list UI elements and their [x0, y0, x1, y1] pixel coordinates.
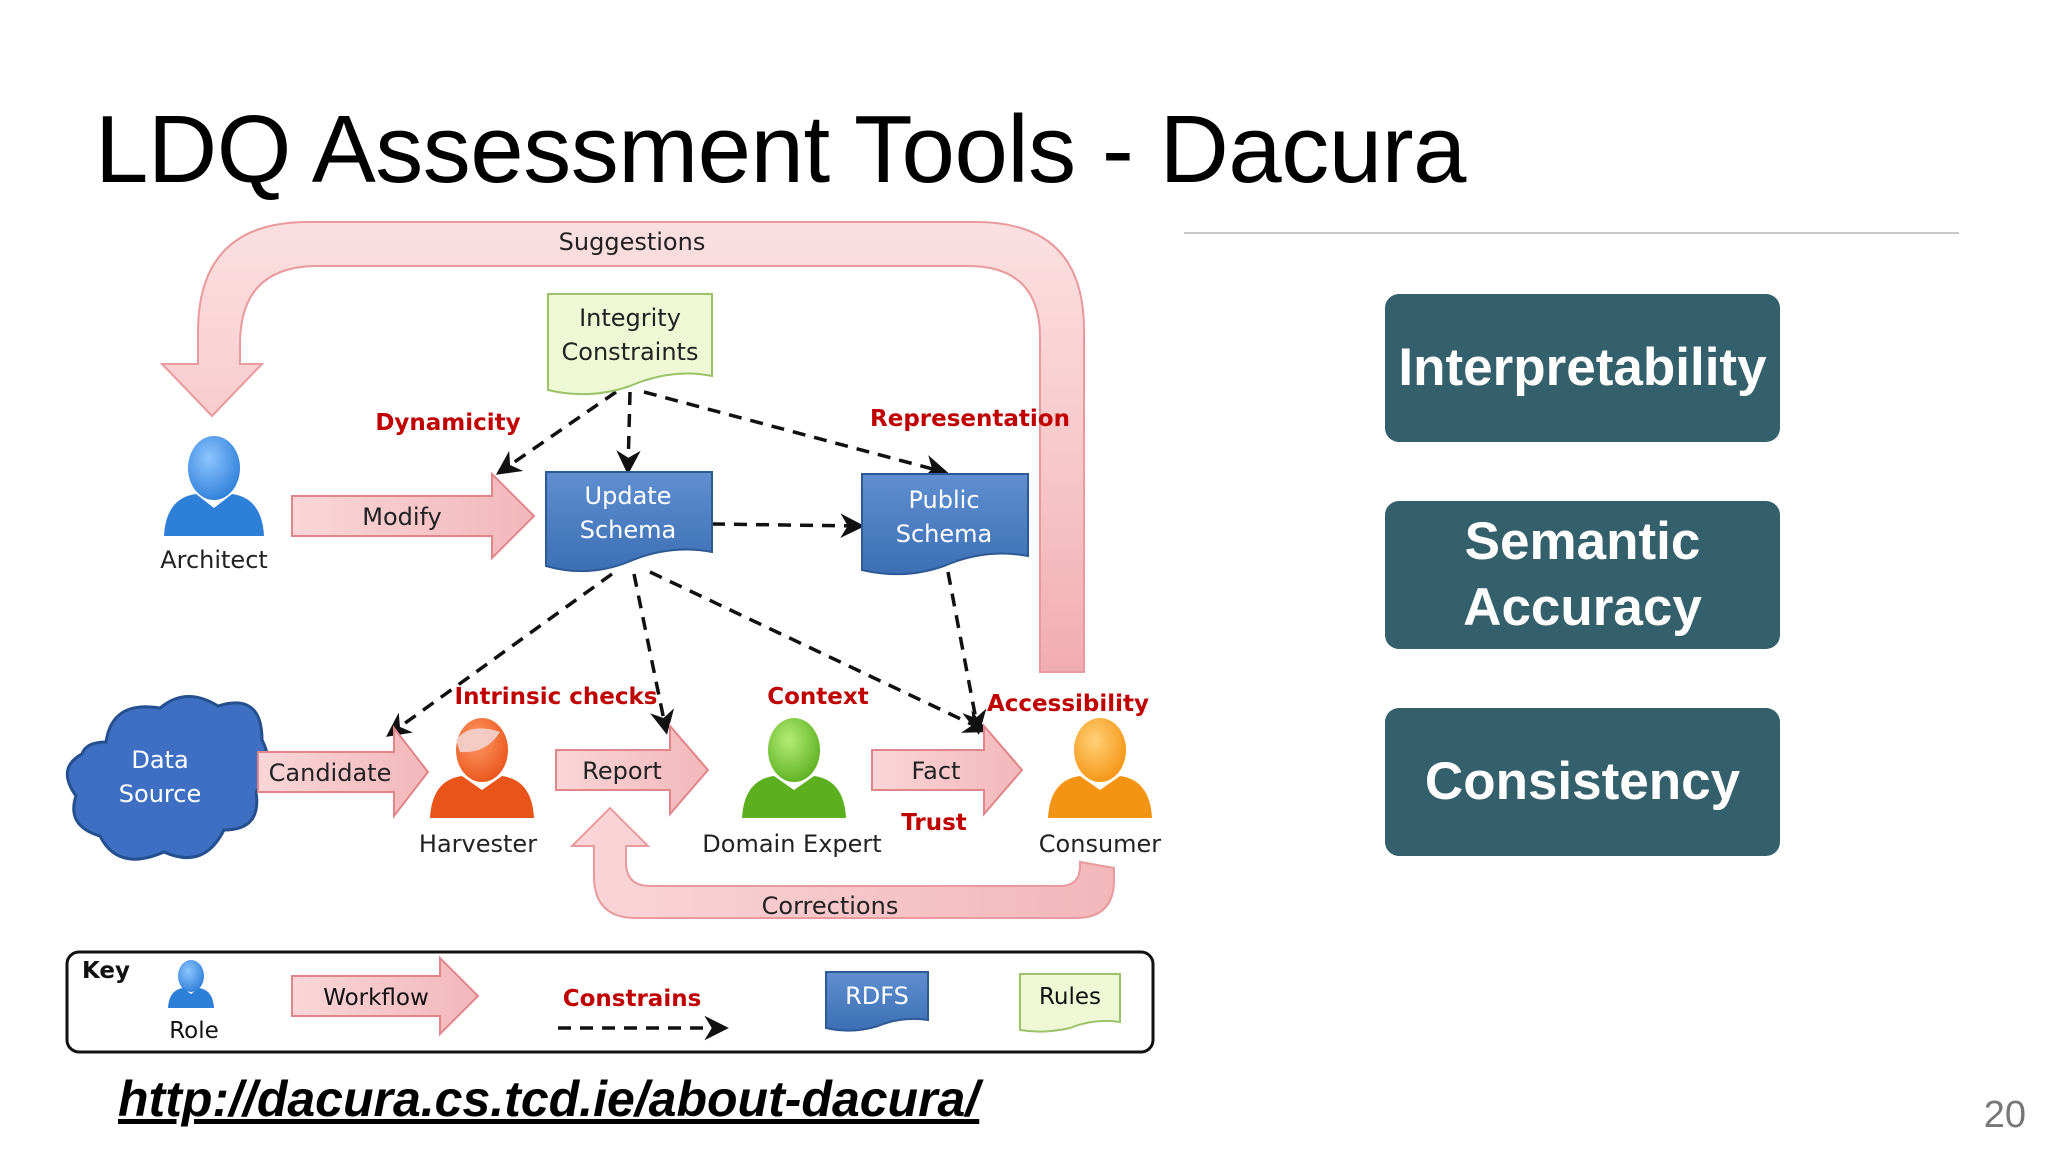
- integrity-to-update-arrow: [495, 390, 617, 475]
- accessibility-label: Accessibility: [987, 691, 1149, 717]
- key-rdfs-doc: [825, 971, 929, 1032]
- diagram-key: Key Role Workflow Constrains RDFS Rules: [65, 950, 1155, 1054]
- suggestions-label: Suggestions: [559, 228, 706, 256]
- svg-text:Public: Public: [908, 486, 979, 514]
- architect-label: Architect: [160, 546, 268, 574]
- public-to-consumer-arrow: [946, 571, 987, 735]
- constrains-arrows: [386, 390, 989, 737]
- context-label: Context: [767, 684, 868, 710]
- key-constrains-label: Constrains: [563, 986, 702, 1012]
- domain-expert-person-icon: Domain Expert: [702, 718, 882, 858]
- svg-text:Fact: Fact: [912, 757, 961, 785]
- architect-person-icon: Architect: [160, 436, 268, 574]
- update-to-report-arrow: [632, 573, 675, 735]
- svg-text:Update: Update: [585, 482, 672, 510]
- svg-text:Modify: Modify: [362, 503, 442, 531]
- svg-text:Candidate: Candidate: [269, 759, 392, 787]
- key-rules-doc: [1019, 973, 1121, 1033]
- corrections-feedback-arrow: Corrections: [569, 806, 1115, 920]
- key-role-icon: [168, 960, 214, 1008]
- semantic-accuracy-box: Semantic Accuracy: [1385, 501, 1780, 649]
- consumer-label: Consumer: [1039, 830, 1162, 858]
- dynamicity-label: Dynamicity: [375, 410, 520, 436]
- update-to-public-schema-arrow: [711, 513, 865, 538]
- slide-title: LDQ Assessment Tools - Dacura: [95, 96, 1466, 203]
- svg-text:Data: Data: [131, 746, 188, 774]
- key-workflow-arrow: [291, 955, 480, 1037]
- modify-arrow: Modify: [291, 471, 536, 561]
- key-title: Key: [82, 958, 130, 984]
- candidate-arrow: Candidate: [257, 725, 430, 819]
- source-link[interactable]: http://dacura.cs.tcd.ie/about-dacura/: [118, 1071, 980, 1127]
- consistency-label: Consistency: [1424, 752, 1741, 811]
- domain-expert-label: Domain Expert: [702, 830, 881, 858]
- svg-text:Source: Source: [119, 780, 201, 808]
- report-arrow: Report: [555, 723, 710, 817]
- fact-arrow: Fact: [871, 723, 1024, 817]
- key-rules-label: Rules: [1039, 984, 1101, 1010]
- key-rdfs-label: RDFS: [845, 982, 909, 1010]
- representation-label: Representation: [870, 406, 1070, 432]
- semantic-accuracy-label: Semantic Accuracy: [1463, 512, 1702, 637]
- svg-text:Schema: Schema: [896, 520, 993, 548]
- integrity-to-public-schema-arrow: [643, 390, 949, 479]
- update-to-consumer-arrow: [649, 570, 989, 733]
- svg-text:Constraints: Constraints: [562, 338, 699, 366]
- svg-text:Integrity: Integrity: [579, 304, 681, 332]
- dacura-workflow-diagram: Suggestions Corrections Integrity Constr…: [65, 221, 1162, 1054]
- integrity-to-update-schema-arrow: [616, 391, 641, 475]
- title-divider: [1184, 232, 1959, 234]
- harvester-label: Harvester: [419, 830, 537, 858]
- corrections-label: Corrections: [762, 892, 899, 920]
- public-schema-doc: Public Schema: [861, 473, 1029, 576]
- svg-text:Report: Report: [582, 757, 662, 785]
- intrinsic-checks-label: Intrinsic checks: [455, 684, 658, 710]
- consumer-person-icon: Consumer: [1039, 718, 1162, 858]
- page-number: 20: [1983, 1094, 2026, 1136]
- interpretability-box: Interpretability: [1385, 294, 1780, 442]
- harvester-person-icon: Harvester: [419, 718, 537, 858]
- key-workflow-label: Workflow: [323, 985, 429, 1011]
- integrity-constraints-doc: Integrity Constraints: [547, 293, 713, 396]
- trust-label: Trust: [901, 810, 967, 836]
- suggestions-feedback-arrow: Suggestions: [159, 221, 1085, 673]
- consistency-box: Consistency: [1385, 708, 1780, 856]
- data-source-cloud: Data Source: [65, 695, 270, 861]
- update-to-harvester-arrow: [386, 572, 614, 737]
- interpretability-label: Interpretability: [1398, 338, 1767, 397]
- key-role-label: Role: [169, 1018, 219, 1044]
- update-schema-doc: Update Schema: [545, 471, 713, 573]
- svg-text:Schema: Schema: [580, 516, 677, 544]
